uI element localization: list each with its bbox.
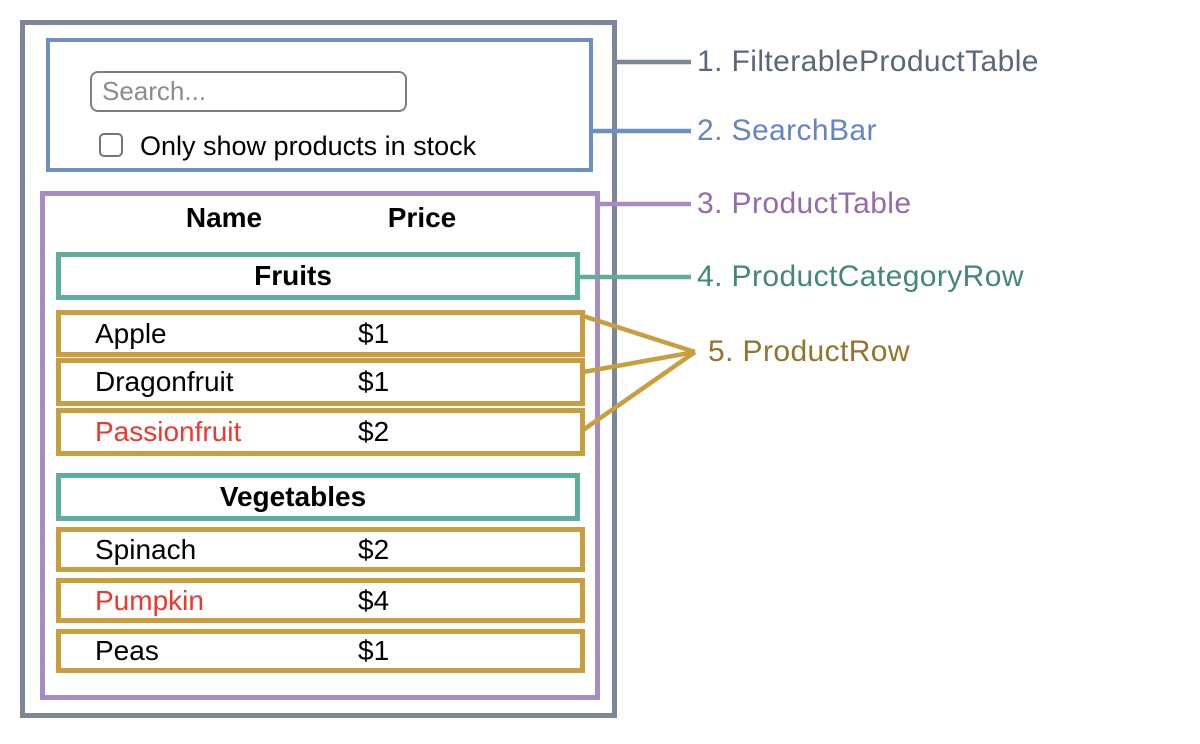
product-table-box (40, 191, 600, 700)
product-name: Peas (95, 635, 159, 666)
product-name: Spinach (95, 533, 197, 565)
product-row-pumpkin: Pumpkin $4 (56, 578, 585, 623)
annotation-product-table: 3. ProductTable (697, 187, 912, 220)
product-name: Dragonfruit (95, 366, 234, 397)
category-label: Vegetables (219, 481, 367, 512)
name-column-header: Name (185, 202, 263, 233)
product-row-dragonfruit: Dragonfruit $1 (56, 358, 585, 406)
product-row-peas: Peas $1 (56, 629, 585, 673)
product-row-apple: Apple $1 (56, 310, 585, 357)
product-row-spinach: Spinach $2 (56, 527, 585, 572)
product-price: $2 (358, 416, 390, 447)
product-price: $2 (358, 533, 390, 565)
price-column-header: Price (387, 202, 457, 233)
search-bar-box (46, 38, 593, 172)
product-price: $4 (358, 584, 390, 616)
product-price: $1 (358, 635, 390, 666)
category-row-vegetables: Vegetables (56, 473, 580, 521)
annotation-product-category-row: 4. ProductCategoryRow (697, 260, 1024, 293)
search-input[interactable] (90, 71, 407, 112)
product-row-passionfruit: Passionfruit $2 (56, 408, 585, 456)
category-row-fruits: Fruits (56, 252, 580, 300)
in-stock-checkbox[interactable] (99, 133, 123, 157)
in-stock-checkbox-label: Only show products in stock (140, 131, 477, 161)
product-name: Pumpkin (95, 584, 204, 616)
annotation-search-bar: 2. SearchBar (697, 114, 877, 147)
category-label: Fruits (254, 260, 332, 291)
annotation-product-row: 5. ProductRow (708, 335, 910, 368)
product-price: $1 (358, 366, 390, 397)
product-price: $1 (358, 317, 390, 349)
product-name: Apple (95, 317, 167, 349)
annotation-filterable-product-table: 1. FilterableProductTable (697, 45, 1039, 78)
product-name: Passionfruit (95, 416, 242, 447)
